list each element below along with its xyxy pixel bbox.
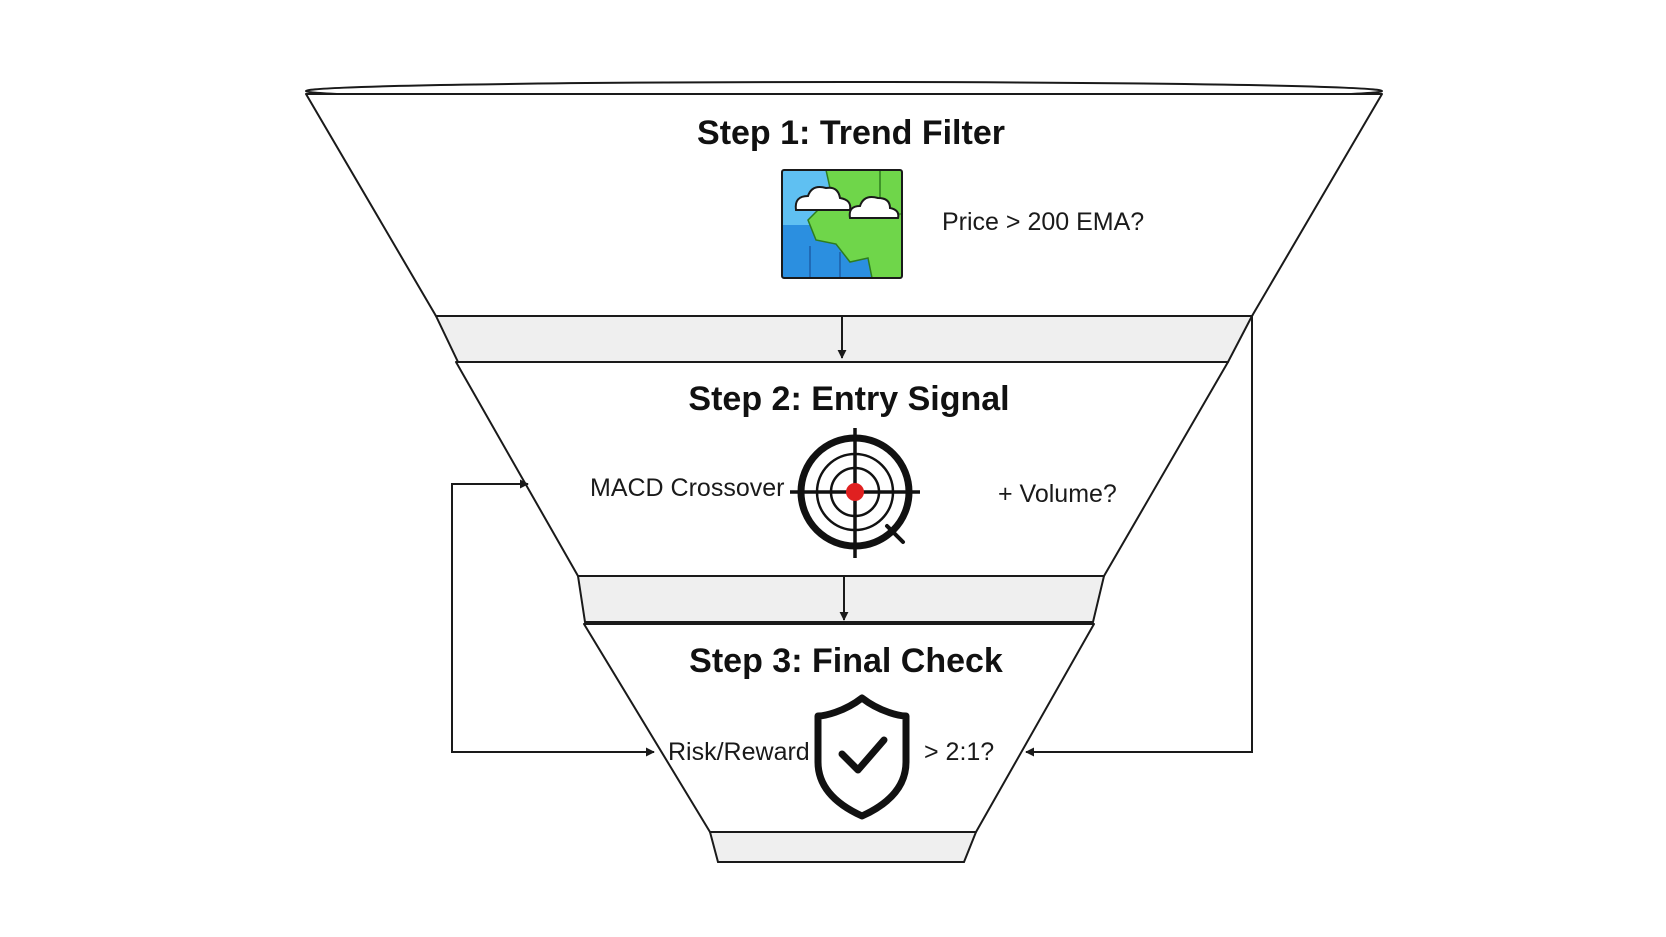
stage-2-condition-secondary: + Volume? xyxy=(998,480,1117,508)
map-icon xyxy=(781,169,903,279)
right-loop-connector xyxy=(1025,316,1253,757)
shield-check-icon xyxy=(814,694,910,820)
stage-3-band xyxy=(708,831,978,863)
flow-connectors xyxy=(451,316,1253,757)
crosshair-target-icon xyxy=(790,428,920,558)
stage-1-band xyxy=(434,315,1254,363)
stage-3-title: Step 3: Final Check xyxy=(689,642,1003,680)
funnel-stage-3: Step 3: Final Check Risk/Reward > 2:1? xyxy=(583,623,1095,863)
stage-1-condition: Price > 200 EMA? xyxy=(942,208,1144,236)
stage-2-title: Step 2: Entry Signal xyxy=(688,380,1009,418)
stage-2-condition-primary: MACD Crossover xyxy=(590,474,784,502)
stage-1-title: Step 1: Trend Filter xyxy=(697,114,1005,152)
stage-3-condition-primary: Risk/Reward xyxy=(668,738,810,766)
left-loop-connector xyxy=(451,479,655,757)
stage-3-condition-secondary: > 2:1? xyxy=(924,738,994,766)
funnel-stage-1: Step 1: Trend Filter Price > 200 EMA? xyxy=(305,81,1383,363)
funnel-stage-2: Step 2: Entry Signal MACD Crossover + Vo… xyxy=(455,361,1229,623)
stage-2-band xyxy=(576,575,1106,623)
